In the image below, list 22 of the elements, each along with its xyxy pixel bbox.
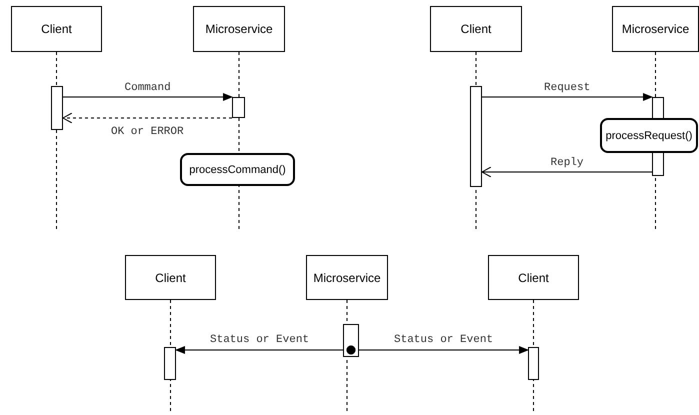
lifeline-head: Client — [430, 6, 522, 52]
arrow — [482, 166, 652, 178]
edge-label: Request — [544, 82, 590, 94]
edge-label: Reply — [550, 157, 584, 169]
arrow — [175, 346, 344, 354]
lifeline-head: Microservice — [193, 6, 285, 52]
process-note: processCommand() — [180, 153, 295, 186]
lifeline-head: Client — [488, 255, 579, 300]
activation-bar — [51, 86, 63, 130]
process-note: processRequest() — [600, 118, 698, 153]
arrow — [482, 93, 653, 101]
arrow — [358, 346, 529, 354]
activation-bar — [232, 97, 245, 118]
lifeline-head: Client — [125, 255, 216, 300]
arrow — [62, 93, 233, 101]
lifeline-head: Microservice — [612, 6, 699, 52]
activation-bar — [470, 86, 482, 187]
activation-bar — [528, 347, 539, 380]
activation-bar — [164, 347, 176, 380]
arrow — [62, 112, 232, 124]
lifeline-head: Microservice — [306, 255, 388, 300]
lifeline-head: Client — [11, 6, 102, 52]
